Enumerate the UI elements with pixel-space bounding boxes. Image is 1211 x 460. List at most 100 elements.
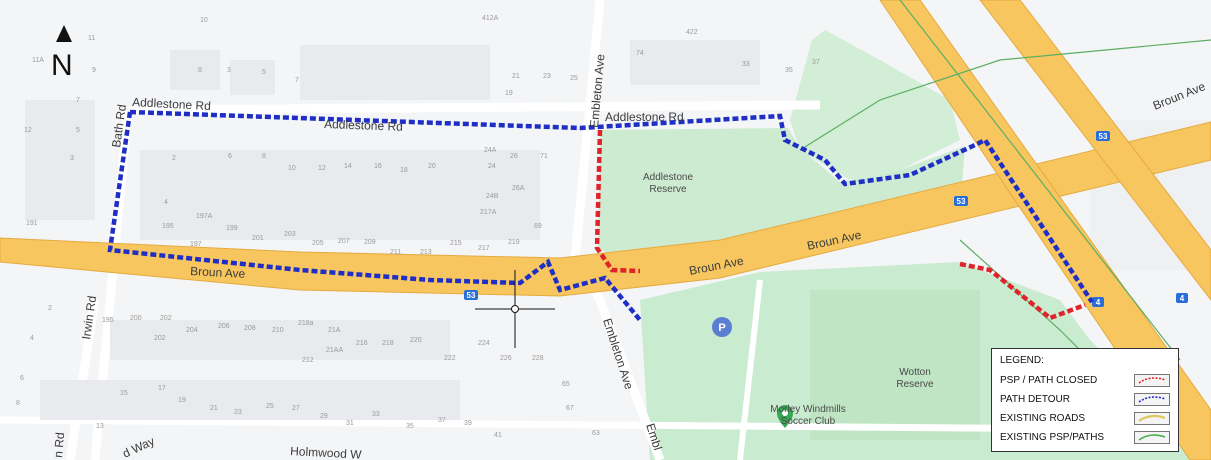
house-number: 7 [295, 77, 299, 84]
park-strip-north [790, 30, 960, 180]
legend-row-roads: EXISTING ROADS [1000, 409, 1170, 428]
house-number: 12 [318, 165, 326, 172]
house-number: 14 [344, 163, 352, 170]
legend-label: EXISTING ROADS [1000, 413, 1086, 424]
house-number: 215 [450, 240, 462, 247]
road-label-embleton-north: Embleton Ave [587, 53, 607, 128]
house-number: 17 [158, 385, 166, 392]
house-number: 208 [244, 325, 256, 332]
house-number: 3 [70, 155, 74, 162]
house-number: 6 [228, 153, 232, 160]
house-number: 7 [76, 97, 80, 104]
road-label-broun-ave-west: Broun Ave [190, 264, 246, 281]
house-number: 5 [262, 69, 266, 76]
house-number: 11A [32, 57, 44, 64]
house-number: 2 [48, 305, 52, 312]
house-number: 26 [510, 153, 518, 160]
house-number: 21 [210, 405, 218, 412]
house-number: 197A [196, 213, 213, 220]
house-number: 12 [24, 127, 32, 134]
house-number: 67 [566, 405, 574, 412]
legend-swatch-detour [1134, 393, 1170, 406]
route-shield-53-west: 53 [464, 290, 478, 300]
route-shield-4b: 4 [1092, 297, 1104, 307]
addlestone-reserve-area [598, 128, 965, 270]
house-number: 31 [346, 420, 354, 427]
house-number: 29 [320, 413, 328, 420]
road-label-holmwood: Holmwood W [290, 444, 363, 460]
house-number: 21A [328, 327, 341, 334]
location-pin-icon[interactable] [777, 405, 793, 428]
house-number: 35 [785, 67, 793, 74]
route-shield-53-mid: 53 [954, 196, 968, 206]
house-number: 209 [364, 239, 376, 246]
house-number: 217 [478, 245, 490, 252]
house-number: 2 [172, 155, 176, 162]
house-number: 39 [464, 420, 472, 427]
house-number: 422 [686, 29, 698, 36]
house-number: 21AA [326, 347, 343, 354]
legend-row-paths: EXISTING PSP/PATHS [1000, 428, 1170, 447]
crosshair-icon [475, 270, 555, 348]
house-number: 11 [88, 35, 95, 42]
house-number: 9 [92, 67, 96, 74]
house-number: 218 [382, 340, 394, 347]
house-number: 24 [488, 163, 496, 170]
house-number: 205 [312, 240, 324, 247]
house-number: 206 [218, 323, 230, 330]
buildings [25, 40, 760, 420]
house-number: 202 [154, 335, 166, 342]
house-number: 217A [480, 209, 497, 216]
house-number: 195 [102, 317, 114, 324]
path-detour [107, 109, 1094, 322]
house-number: 25 [570, 75, 578, 82]
house-number: 212 [302, 357, 314, 364]
house-number: 4 [30, 335, 34, 342]
house-number: 226 [500, 355, 512, 362]
house-number: 8 [262, 153, 266, 160]
legend-panel: LEGEND: PSP / PATH CLOSED PATH DETOUR EX… [991, 348, 1179, 452]
house-number: 202 [160, 315, 172, 322]
house-number: 199 [226, 225, 238, 232]
house-number: 218a [298, 320, 314, 327]
road-label-addlestone-west: Addlestone Rd [132, 95, 211, 113]
legend-label: EXISTING PSP/PATHS [1000, 432, 1105, 443]
place-label-addlestone-line2: Reserve [649, 184, 687, 195]
house-number: 5 [76, 127, 80, 134]
house-number: 33 [372, 411, 380, 418]
house-number: 69 [534, 223, 542, 230]
parking-marker[interactable]: P [712, 317, 732, 337]
svg-text:P: P [718, 322, 725, 334]
legend-swatch-paths [1134, 431, 1170, 444]
svg-text:53: 53 [467, 291, 476, 300]
house-number: 8 [16, 400, 20, 407]
soccer-field [810, 290, 980, 440]
house-number: 219 [508, 239, 520, 246]
house-number: 211 [390, 249, 401, 256]
house-number: 20 [428, 163, 436, 170]
place-label-morley-line1: Morley Windmills [770, 404, 846, 415]
house-number: 37 [438, 417, 446, 424]
svg-text:4: 4 [1180, 294, 1185, 303]
house-number: 228 [532, 355, 544, 362]
house-number: 35 [406, 423, 414, 430]
house-number: 19 [505, 90, 513, 97]
house-number: 15 [120, 390, 128, 397]
road-label-irwin-rd: Irwin Rd [79, 295, 99, 341]
house-number: 204 [186, 327, 198, 334]
house-number: 71 [540, 153, 548, 160]
house-number: 195 [162, 223, 174, 230]
svg-text:N: N [51, 49, 73, 82]
house-number: 24B [486, 193, 499, 200]
house-number: 27 [292, 405, 300, 412]
house-number: 63 [592, 430, 600, 437]
house-number: 10 [200, 17, 208, 24]
legend-row-closed: PSP / PATH CLOSED [1000, 371, 1170, 390]
house-number: 216 [356, 340, 368, 347]
legend-swatch-roads [1134, 412, 1170, 425]
route-shield-53-north: 53 [1096, 131, 1110, 141]
house-number: 21 [512, 73, 520, 80]
house-number: 10 [288, 165, 296, 172]
